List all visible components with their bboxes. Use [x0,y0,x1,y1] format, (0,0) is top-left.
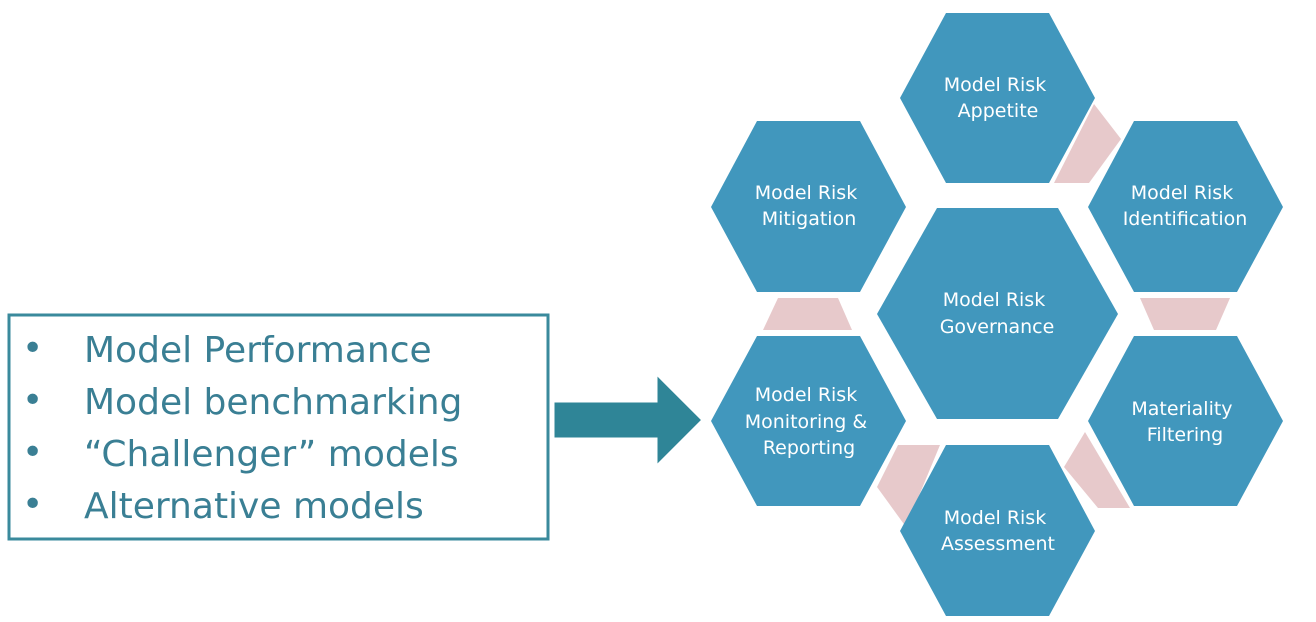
hexagon-appetite: Model Risk Appetite [900,13,1095,183]
hexagon-label: Model Risk Monitoring & Reporting [745,384,874,459]
hexagon-label: Materiality Filtering [1131,398,1238,446]
connector-identification-materiality [1140,298,1230,330]
hexagon-label: Model Risk Governance [940,289,1055,338]
hexagon-shape [900,445,1095,616]
hexagon-label: Model Risk Assessment [941,507,1055,555]
hexagon-materiality: Materiality Filtering [1088,336,1283,506]
hexagon-shape [900,13,1095,183]
list-item: “Challenger” models [84,434,459,475]
arrow-right-icon [551,369,706,471]
hexagon-shape [1088,336,1283,506]
list-item: Model benchmarking [84,382,462,423]
connector-appetite-identification [1054,104,1121,183]
hexagon-label: Model Risk Mitigation [755,182,864,230]
hexagon-shape [877,208,1118,419]
validation-methods-box: • Model Performance • Model benchmarking… [7,313,550,541]
hexagon-shape [711,336,906,506]
connector-materiality-assessment [1064,432,1130,508]
connectors [763,104,1230,527]
hexagon-identification: Model Risk Identification [1088,121,1283,292]
hexagon-monitoring: Model Risk Monitoring & Reporting [711,336,906,506]
connector-mitigation-monitoring [763,298,852,330]
bullet-icon: • [22,484,43,525]
connector-assessment-monitoring [877,445,940,527]
list-item: Model Performance [84,330,432,371]
arrow-shape [551,369,706,471]
list-box-frame [7,313,550,541]
hexagon-label: Model Risk Identification [1123,182,1248,230]
hexagon-assessment: Model Risk Assessment [900,445,1095,616]
bullet-icon: • [22,380,43,421]
hexagon-governance: Model Risk Governance [877,208,1118,419]
bullet-icon: • [22,432,43,473]
bullet-icon: • [22,328,43,369]
hexagon-shape [711,121,906,292]
hexagon-mitigation: Model Risk Mitigation [711,121,906,292]
hexagon-shape [1088,121,1283,292]
list-item: Alternative models [84,486,424,527]
hexagon-label: Model Risk Appetite [944,74,1053,122]
